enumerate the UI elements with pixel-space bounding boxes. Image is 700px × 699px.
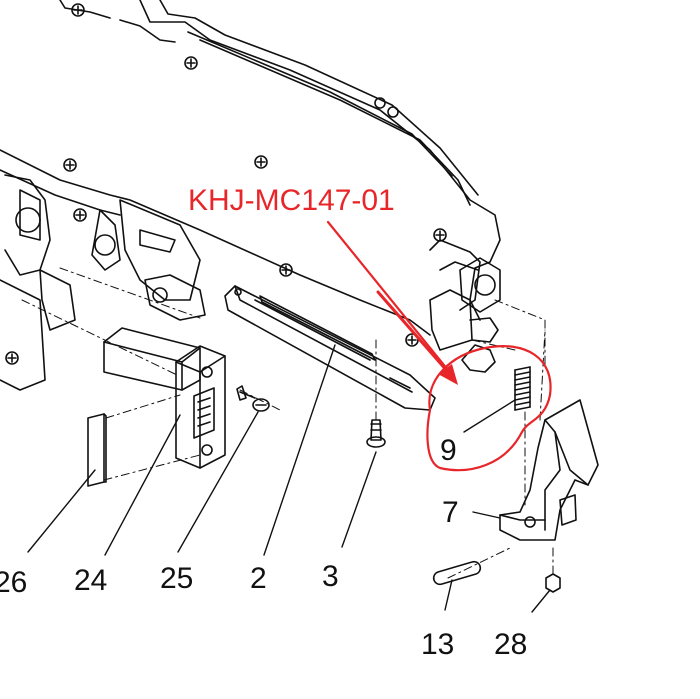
part-9-spring	[514, 366, 531, 411]
part-13-pin	[432, 560, 482, 586]
highlight-arrow-shaft	[376, 290, 457, 382]
feeder-body	[59, 0, 501, 373]
callout-13: 13	[421, 628, 455, 661]
callout-7: 7	[442, 496, 459, 529]
part-3-screw	[366, 419, 386, 448]
callout-9: 9	[440, 434, 457, 467]
leader-lines	[27, 344, 551, 613]
highlight-loop	[426, 345, 552, 472]
part-code-label: KHJ-MC147-01	[188, 184, 395, 217]
callout-28: 28	[494, 628, 528, 661]
callout-3: 3	[322, 560, 339, 593]
highlight-arrow-head	[438, 364, 458, 385]
part-24-block	[103, 327, 226, 469]
highlight-arrow-line	[326, 220, 454, 377]
part-7-lever	[499, 399, 599, 541]
left-mechanism	[0, 149, 431, 391]
callout-2: 2	[250, 562, 267, 595]
highlight-annotation	[326, 220, 552, 472]
callout-24: 24	[74, 564, 108, 597]
callout-26: 26	[0, 566, 28, 599]
part-28-nut	[545, 573, 561, 593]
callout-25: 25	[160, 562, 194, 595]
part-2-slide-rail	[224, 285, 436, 411]
part-25-screw	[236, 385, 270, 412]
screw-heads	[5, 3, 447, 365]
part-26-plate	[87, 413, 107, 487]
